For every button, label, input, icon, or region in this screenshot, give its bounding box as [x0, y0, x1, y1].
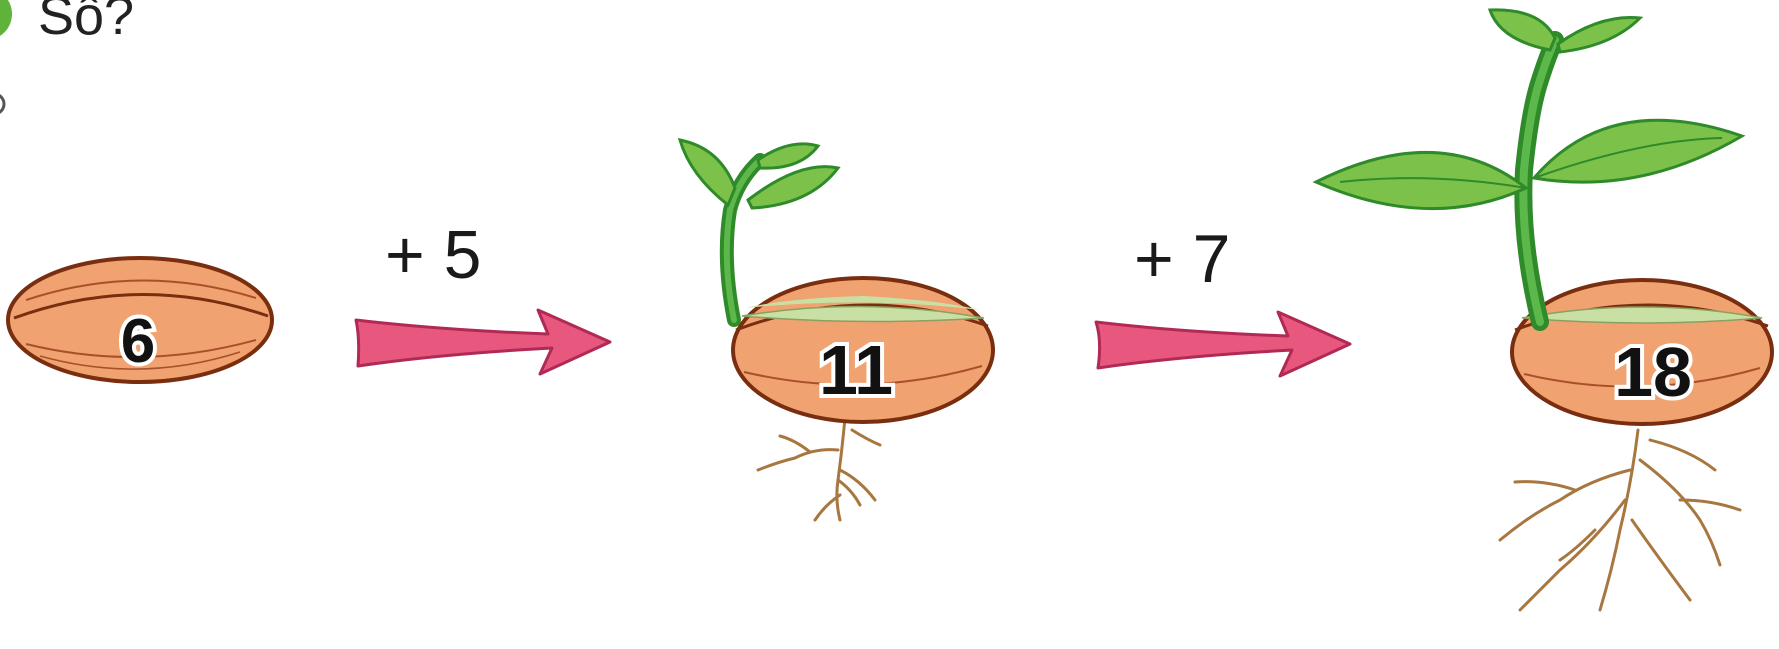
root-icon: [1500, 430, 1740, 610]
seedling-icon: [1316, 10, 1742, 322]
bullet-icon: [0, 94, 4, 114]
seed-stage-2: 11: [680, 140, 993, 520]
arrow-right-icon: [1096, 312, 1350, 376]
seed-stage-1: 6: [8, 258, 272, 382]
step-label-2: + 7: [1134, 221, 1230, 297]
step-arrow-2: + 7: [1096, 221, 1350, 376]
step-label-1: + 5: [385, 217, 481, 293]
seed-value-3: 18: [1614, 333, 1692, 411]
seed-value-1: 6: [121, 307, 155, 376]
arrow-right-icon: [356, 310, 610, 374]
seed-value-2: 11: [819, 331, 893, 409]
step-arrow-1: + 5: [356, 217, 610, 374]
seed-stage-3: 18: [1316, 10, 1772, 610]
page-title: Số?: [38, 0, 134, 46]
question-badge-icon: [0, 0, 12, 40]
root-icon: [758, 418, 880, 520]
header: Số?: [0, 0, 134, 114]
